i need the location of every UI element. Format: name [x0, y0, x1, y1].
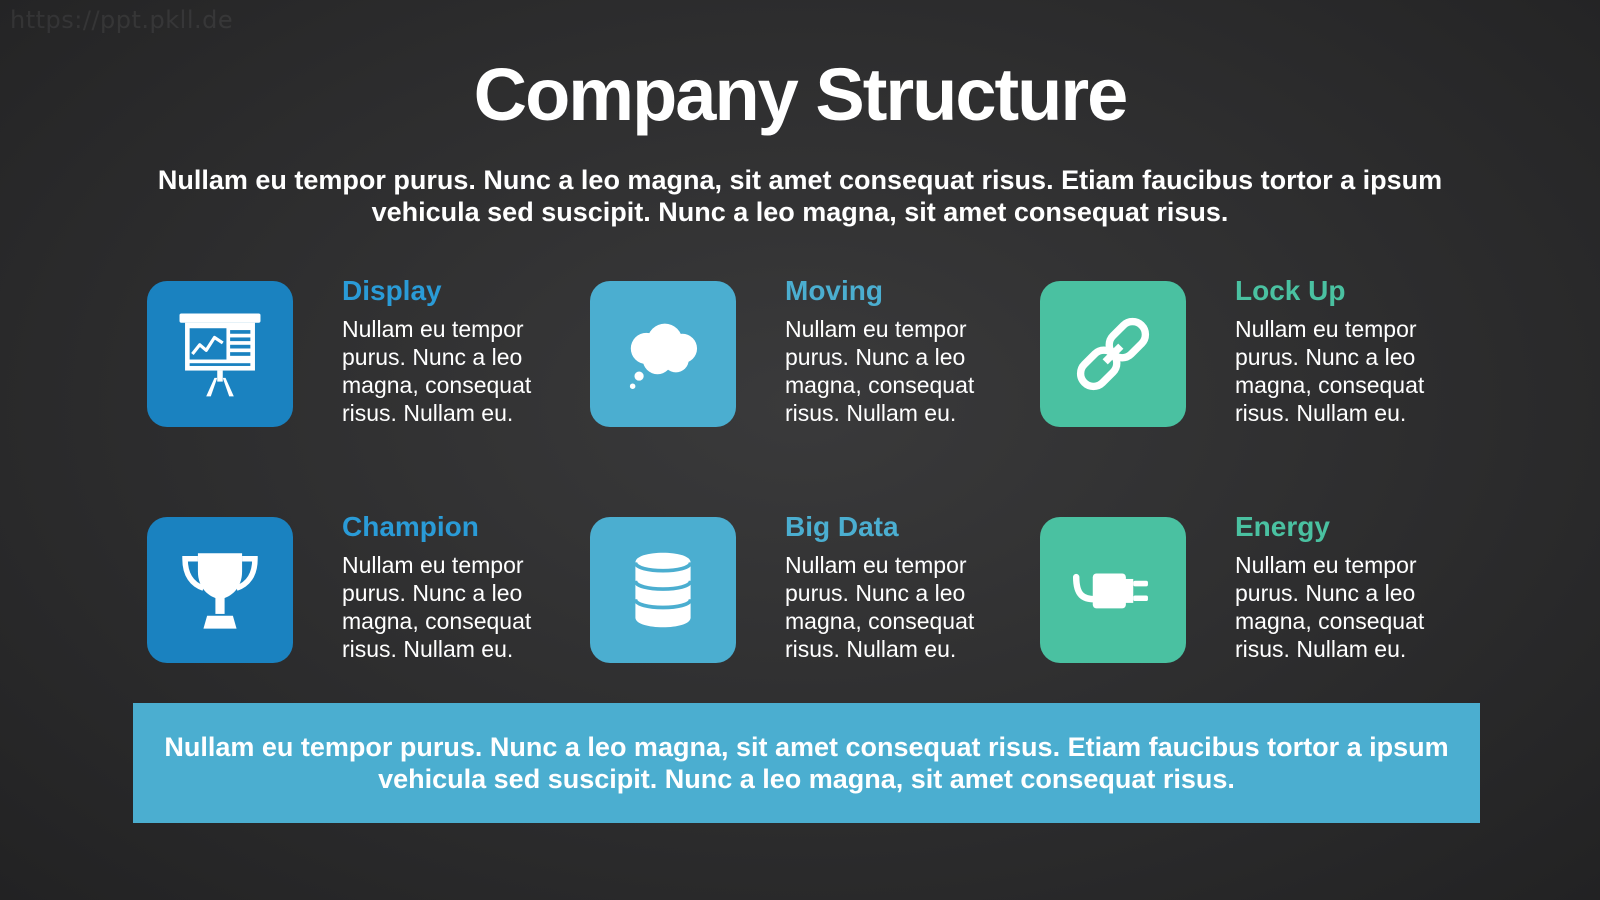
footer-banner: Nullam eu tempor purus. Nunc a leo magna… — [133, 703, 1480, 823]
slide-subtitle: Nullam eu tempor purus. Nunc a leo magna… — [157, 165, 1443, 227]
card-text: Nullam eu tempor purus. Nunc a leo magna… — [1235, 552, 1425, 662]
energy-tile — [1040, 517, 1186, 663]
card-text: Nullam eu tempor purus. Nunc a leo magna… — [785, 552, 975, 662]
card-text: Nullam eu tempor purus. Nunc a leo magna… — [785, 316, 975, 426]
card-heading: Big Data — [785, 511, 899, 542]
champion-tile — [147, 517, 293, 663]
card-heading: Moving — [785, 275, 883, 306]
card-heading: Energy — [1235, 511, 1330, 542]
database-icon — [633, 552, 693, 628]
watermark: https://ppt.pkll.de — [10, 6, 234, 34]
card-champion: Champion Nullam eu tempor purus. Nunc a … — [147, 511, 567, 677]
big-data-tile — [590, 517, 736, 663]
card-big-data: Big Data Nullam eu tempor purus. Nunc a … — [590, 511, 1010, 677]
trophy-icon — [182, 553, 258, 629]
card-moving: Moving Nullam eu tempor purus. Nunc a le… — [590, 275, 1010, 441]
presentation-board-icon — [179, 313, 261, 397]
card-text: Nullam eu tempor purus. Nunc a leo magna… — [342, 316, 532, 426]
moving-tile — [590, 281, 736, 427]
slide-title: Company Structure — [473, 53, 1129, 136]
display-tile — [147, 281, 293, 427]
footer-text: Nullam eu tempor purus. Nunc a leo magna… — [164, 732, 1449, 794]
card-heading: Display — [342, 275, 442, 306]
card-energy: Energy Nullam eu tempor purus. Nunc a le… — [1040, 511, 1460, 677]
card-lock-up: Lock Up Nullam eu tempor purus. Nunc a l… — [1040, 275, 1460, 441]
card-text: Nullam eu tempor purus. Nunc a leo magna… — [1235, 316, 1425, 426]
lock-up-tile — [1040, 281, 1186, 427]
card-display: Display Nullam eu tempor purus. Nunc a l… — [147, 275, 567, 441]
card-heading: Lock Up — [1235, 275, 1346, 306]
thought-bubble-icon — [629, 323, 698, 389]
power-plug-icon — [1072, 573, 1148, 609]
chain-link-icon — [1076, 317, 1150, 391]
card-text: Nullam eu tempor purus. Nunc a leo magna… — [342, 552, 532, 662]
card-heading: Champion — [342, 511, 479, 542]
